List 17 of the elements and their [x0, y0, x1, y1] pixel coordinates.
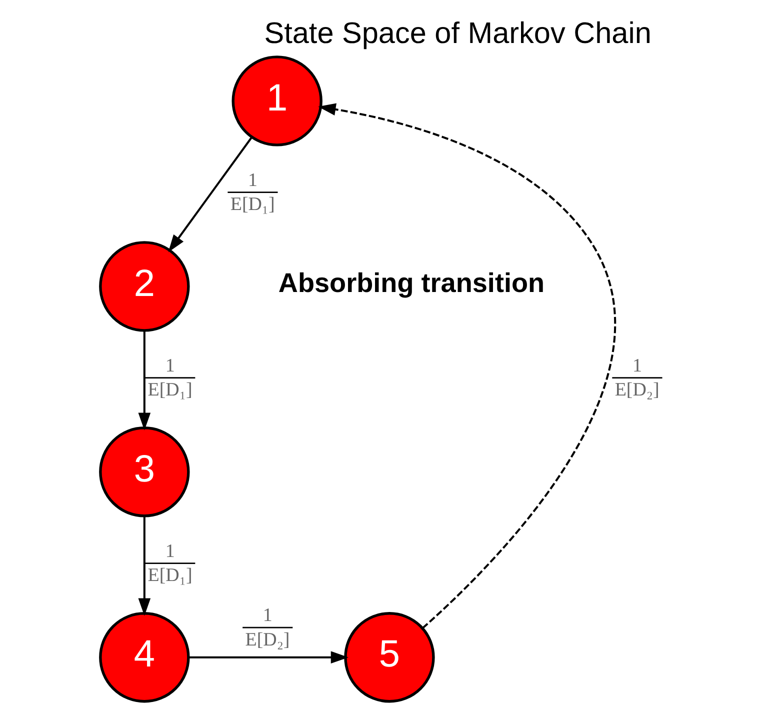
node-circle: 4: [98, 612, 190, 703]
edge-label: 1 E[D₂]: [614, 355, 659, 401]
label: Absorbing transition: [278, 266, 544, 298]
arrow: [138, 330, 195, 430]
node-circle: 1: [231, 56, 322, 146]
arrow: [138, 516, 195, 616]
arrow: [168, 136, 278, 252]
arrow: [318, 103, 662, 629]
edge-label: 1 E[D₂]: [244, 605, 290, 650]
node-circle: 3: [98, 426, 190, 518]
diagram-title: State Space of Markov Chain: [264, 16, 651, 50]
node-circle: 2: [98, 241, 190, 332]
edge-label: 1 E[D₁]: [147, 540, 192, 586]
edge-label: 1 E[D₁]: [147, 355, 192, 401]
node-circle: 5: [344, 612, 434, 703]
edge-label: 1 E[D₁]: [230, 170, 274, 216]
arrow: [188, 626, 348, 664]
